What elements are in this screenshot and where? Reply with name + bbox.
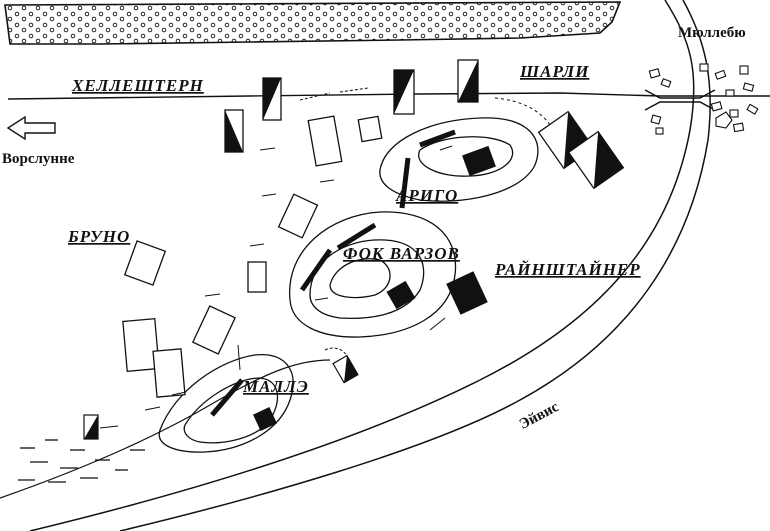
unit-arigo-black [462,145,496,177]
label-malle: МАЛЛЭ [242,377,309,396]
unit-fok-black [386,280,416,310]
label-arigo: АРИГО [395,186,458,205]
label-bruno: БРУНО [67,227,130,246]
marsh [18,439,145,483]
white-units [122,115,383,398]
unit-rainshtainer-black [446,271,488,315]
forest-area [4,1,622,45]
bridge [644,89,716,111]
field-edge [0,359,331,499]
label-fok-varzov: ФОК ВАРЗОВ [343,244,460,263]
direction-arrow [6,115,56,141]
unit-fok-small [332,354,359,384]
river-eivis-inner [119,0,711,531]
hill-arigo [379,117,539,202]
unit-hellestern-2 [262,77,282,121]
label-sharli: ШАРЛИ [519,62,589,81]
main-road [7,92,770,100]
unit-hellestern-1 [224,109,244,153]
label-hellestern: ХЕЛЛЕШТЕРН [71,76,204,95]
movement-marks [99,87,551,429]
unit-rainshtainer-2 [567,130,625,190]
label-village: Мюллебю [678,25,746,41]
unit-hellestern-3 [393,69,415,115]
village-houses [648,63,759,135]
unit-malle-black [253,407,277,431]
river-eivis-outer [29,0,695,531]
unit-malle-small [83,414,99,440]
label-vorslunne: Ворслунне [2,151,75,167]
unit-sharli [457,59,479,103]
label-river: Эйвис [517,399,562,433]
label-rainshtainer: РАЙНШТАЙНЕР [494,260,641,279]
positions [210,129,456,417]
